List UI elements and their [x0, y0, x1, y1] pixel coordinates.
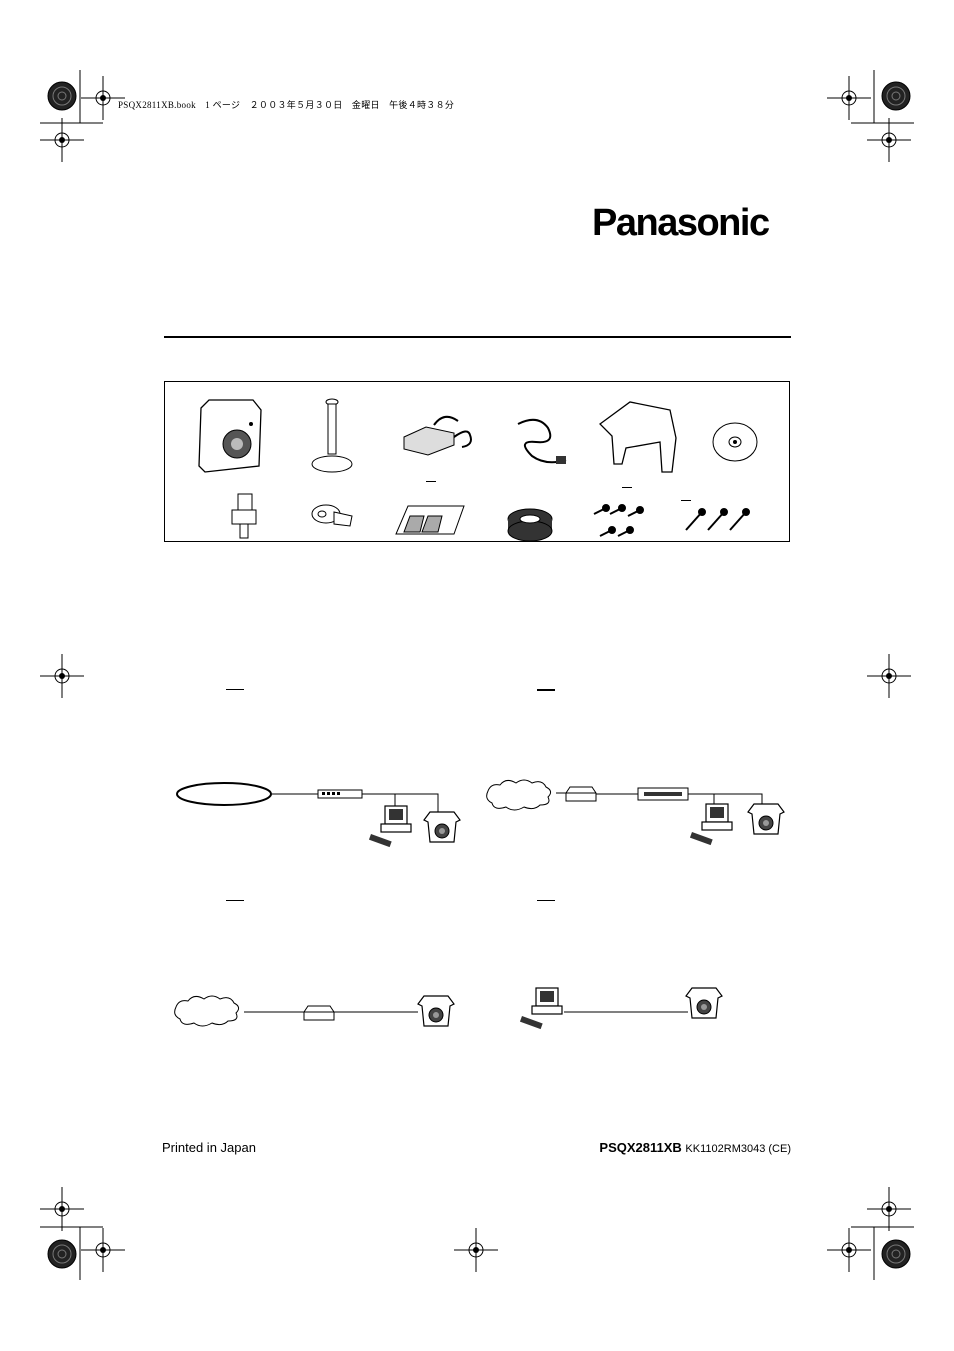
- color-target-icon: [47, 81, 77, 111]
- registration-mark-icon: [39, 653, 85, 699]
- screws-icon: [593, 504, 644, 537]
- diagram-label-mark: [537, 689, 555, 691]
- registration-mark-icon: [80, 75, 126, 121]
- diagram-label-mark: [537, 900, 555, 901]
- accessories-box: [164, 381, 790, 542]
- registration-mark-icon: [866, 117, 912, 163]
- model-code: PSQX2811XB KK1102RM3043 (CE): [599, 1140, 791, 1155]
- camera-icon: [198, 399, 262, 473]
- tape-icon: [507, 508, 553, 542]
- file-info-header: PSQX2811XB.book 1 ページ ２００３年５月３０日 金曜日 午後４…: [118, 100, 455, 110]
- diagram-label-mark: [226, 900, 244, 901]
- accessory-label-mark: [622, 487, 632, 488]
- color-target-icon: [881, 81, 911, 111]
- crop-marks: [40, 70, 914, 1280]
- registration-mark-icon: [453, 1227, 499, 1273]
- registration-mark-icon: [866, 1186, 912, 1232]
- diagram-label-mark: [226, 689, 244, 690]
- pc-direct-diagram: [519, 987, 723, 1030]
- template-icon: [395, 505, 465, 535]
- internet-camera-diagram: [174, 995, 455, 1027]
- registration-mark-icon: [80, 1227, 126, 1273]
- accessory-label-mark: [426, 481, 436, 482]
- power-cord-icon: [517, 418, 567, 464]
- color-target-icon: [881, 1239, 911, 1269]
- registration-mark-icon: [826, 1227, 872, 1273]
- panasonic-logo: Panasonic: [592, 202, 770, 244]
- registration-mark-icon: [866, 653, 912, 699]
- cd-rom-icon: [712, 422, 758, 462]
- wood-screws-icon: [685, 508, 750, 531]
- registration-mark-icon: [39, 117, 85, 163]
- registration-mark-icon: [39, 1186, 85, 1232]
- color-target-icon: [47, 1239, 77, 1269]
- stand-icon: [311, 398, 353, 473]
- lan-network-diagram: [176, 782, 461, 848]
- accessory-label-mark: [681, 500, 691, 501]
- camera-key-icon: [231, 493, 257, 539]
- model-number: PSQX2811XB: [599, 1140, 682, 1155]
- internet-router-diagram: [486, 779, 785, 846]
- ac-adaptor-icon: [403, 415, 472, 456]
- registration-mark-icon: [826, 75, 872, 121]
- title-rule: [164, 336, 791, 338]
- document-code: KK1102RM3043 (CE): [685, 1143, 791, 1155]
- sunshade-icon: [599, 401, 677, 473]
- ferrite-core-icon: [311, 504, 353, 527]
- printed-in-label: Printed in Japan: [162, 1140, 256, 1155]
